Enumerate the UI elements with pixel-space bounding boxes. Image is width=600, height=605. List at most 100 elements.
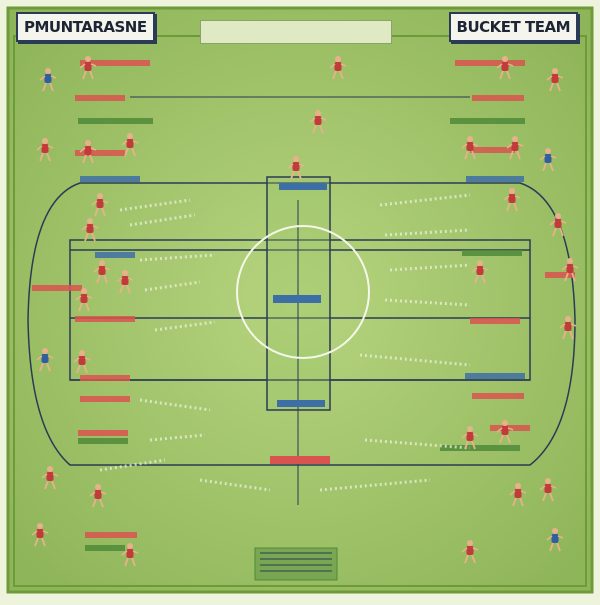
player-head	[502, 420, 508, 426]
player-arm	[557, 535, 564, 539]
player-figure-icon	[561, 258, 579, 282]
player-head	[122, 270, 128, 276]
player-leg	[549, 542, 554, 552]
motion-streak	[359, 353, 471, 367]
motion-streak	[119, 198, 191, 212]
player-arm	[36, 355, 43, 361]
player-leg	[94, 207, 99, 217]
player-arm	[121, 550, 128, 556]
player-arm	[329, 63, 336, 69]
player-arm	[104, 267, 111, 271]
field-label-tag	[78, 430, 128, 436]
player-head	[127, 133, 133, 139]
player-jersey	[126, 549, 134, 558]
player-head	[315, 110, 321, 116]
player-leg	[89, 154, 94, 164]
player-arm	[461, 433, 468, 439]
player-jersey	[551, 74, 559, 83]
player-arm	[47, 145, 54, 149]
player-leg	[474, 274, 479, 284]
player-leg	[39, 152, 44, 162]
player-arm	[75, 295, 82, 301]
center-marker	[273, 295, 321, 303]
player-arm	[84, 357, 91, 361]
player-arm	[41, 473, 48, 479]
player-head	[512, 136, 518, 142]
player-jersey	[551, 534, 559, 543]
player-arm	[472, 143, 479, 147]
player-figure-icon	[79, 140, 97, 164]
player-jersey	[466, 142, 474, 151]
player-arm	[546, 75, 553, 81]
player-figure-icon	[81, 218, 99, 242]
player-leg	[481, 274, 486, 284]
player-leg	[82, 70, 87, 80]
player-leg	[556, 542, 561, 552]
player-arm	[90, 147, 97, 151]
player-leg	[119, 284, 124, 294]
player-arm	[496, 63, 503, 69]
player-leg	[131, 557, 136, 567]
player-leg	[519, 497, 524, 507]
player-leg	[506, 434, 511, 444]
player-jersey	[334, 62, 342, 71]
player-figure-icon	[36, 138, 54, 162]
player-jersey	[94, 490, 102, 499]
player-jersey	[98, 266, 106, 275]
player-jersey	[476, 266, 484, 275]
player-leg	[556, 82, 561, 92]
player-arm	[287, 163, 294, 169]
player-leg	[89, 70, 94, 80]
player-head	[87, 218, 93, 224]
player-leg	[509, 150, 514, 160]
player-leg	[513, 202, 518, 212]
player-arm	[560, 220, 567, 224]
player-arm	[39, 75, 46, 81]
field-label-tag	[450, 118, 525, 124]
player-head	[477, 260, 483, 266]
player-leg	[564, 272, 569, 282]
player-figure-icon	[309, 110, 327, 134]
motion-streak	[379, 193, 471, 207]
player-leg	[49, 82, 54, 92]
player-head	[293, 156, 299, 162]
player-jersey	[554, 219, 562, 228]
player-leg	[506, 70, 511, 80]
player-leg	[506, 202, 511, 212]
player-leg	[46, 152, 51, 162]
player-head	[97, 193, 103, 199]
player-arm	[102, 200, 109, 204]
player-head	[545, 478, 551, 484]
field-label-tag	[472, 95, 524, 101]
player-arm	[561, 265, 568, 271]
player-arm	[514, 195, 521, 199]
player-figure-icon	[559, 316, 577, 340]
player-figure-icon	[461, 426, 479, 450]
player-jersey	[96, 199, 104, 208]
player-arm	[86, 295, 93, 299]
player-arm	[507, 63, 514, 67]
player-layer	[31, 56, 579, 567]
player-leg	[471, 554, 476, 564]
player-head	[42, 138, 48, 144]
player-figure-icon	[509, 483, 527, 507]
player-leg	[92, 498, 97, 508]
player-leg	[559, 227, 564, 237]
player-arm	[90, 63, 97, 67]
player-head	[79, 350, 85, 356]
player-leg	[549, 492, 554, 502]
player-figure-icon	[79, 56, 97, 80]
field-label-tag	[80, 375, 130, 381]
player-leg	[99, 498, 104, 508]
player-leg	[471, 150, 476, 160]
field-label-tag	[78, 438, 128, 444]
player-arm	[550, 485, 557, 489]
player-jersey	[566, 264, 574, 273]
player-figure-icon	[461, 136, 479, 160]
field-label-tag	[545, 272, 575, 278]
player-jersey	[44, 74, 52, 83]
player-jersey	[501, 426, 509, 435]
label-layer	[32, 60, 575, 551]
player-leg	[571, 272, 576, 282]
